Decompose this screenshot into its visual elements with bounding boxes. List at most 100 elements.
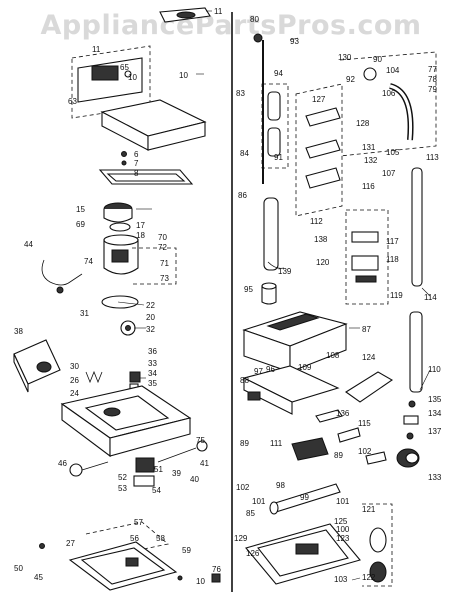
- label-110: 110: [428, 365, 441, 374]
- label-90: 90: [373, 55, 382, 64]
- label-72: 72: [158, 243, 167, 252]
- label-99: 99: [300, 493, 309, 502]
- label-71: 71: [160, 259, 169, 268]
- label-111: 111: [270, 439, 283, 448]
- label-46: 46: [58, 459, 67, 468]
- label-119: 119: [390, 291, 403, 300]
- label-22: 22: [146, 301, 155, 310]
- part-bail-handle-8: [98, 169, 194, 185]
- label-58: 58: [156, 534, 165, 543]
- label-74: 74: [84, 257, 93, 266]
- label-70: 70: [158, 233, 167, 242]
- label-79: 79: [428, 85, 437, 94]
- label-15: 15: [76, 205, 85, 214]
- label-40: 40: [190, 475, 199, 484]
- label-134: 134: [428, 409, 442, 418]
- part-wand-box-94: [261, 83, 289, 169]
- part-fan-32: [120, 320, 136, 336]
- part-crevice-tools-120: [345, 209, 389, 305]
- label-77: 77: [428, 65, 437, 74]
- label-87: 87: [362, 325, 371, 334]
- label-132: 132: [364, 156, 378, 165]
- label-103: 103: [334, 575, 348, 584]
- label-135: 135: [428, 395, 442, 404]
- label-57: 57: [134, 518, 143, 527]
- part-brush-111: [291, 437, 329, 461]
- label-75: 75: [196, 436, 205, 445]
- watermark: AppliancePartsPros.com: [40, 10, 422, 41]
- label-107: 107: [382, 169, 396, 178]
- label-121: 121: [362, 505, 376, 514]
- label-136: 136: [336, 409, 350, 418]
- label-11: 11: [92, 45, 101, 54]
- label-35: 35: [148, 379, 157, 388]
- label-123: 123: [336, 534, 350, 543]
- label-128: 128: [356, 119, 370, 128]
- label-137: 137: [428, 427, 442, 436]
- label-27: 27: [66, 539, 75, 548]
- part-extension-wand-113: [409, 167, 423, 393]
- label-33: 33: [148, 359, 157, 368]
- label-114: 114: [424, 293, 437, 302]
- part-control-box: [71, 45, 151, 119]
- label-130: 130: [338, 53, 352, 62]
- label-139: 139: [278, 267, 292, 276]
- label-105: 105: [386, 148, 400, 157]
- label-94: 94: [274, 69, 283, 78]
- label-97: 97: [254, 367, 263, 376]
- label-86: 86: [238, 191, 247, 200]
- part-axle-39-41: [157, 440, 208, 463]
- label-41: 41: [200, 459, 209, 468]
- part-power-cord-44: [41, 259, 83, 294]
- leader-lines: [117, 10, 431, 581]
- label-54: 54: [152, 486, 161, 495]
- part-motor-stack: [103, 202, 177, 285]
- part-cover-plate: [100, 99, 207, 151]
- label-17: 17: [136, 221, 145, 230]
- label-31: 31: [80, 309, 89, 318]
- label-6: 6: [134, 150, 139, 159]
- label-101: 101: [336, 497, 350, 506]
- label-117: 117: [386, 237, 399, 246]
- part-hose-130: [339, 51, 437, 157]
- part-handle-tube-80: [253, 33, 264, 184]
- label-7: 7: [134, 159, 139, 168]
- label-115: 115: [358, 419, 371, 428]
- label-73: 73: [160, 274, 169, 283]
- label-51: 51: [154, 465, 163, 474]
- label-122: 122: [362, 573, 376, 582]
- label-69: 69: [76, 220, 85, 229]
- label-83: 83: [236, 89, 245, 98]
- label-96: 96: [266, 365, 275, 374]
- label-38: 38: [14, 327, 23, 336]
- label-102: 102: [236, 483, 250, 492]
- label-8: 8: [134, 169, 139, 178]
- part-wheel-46: [69, 461, 109, 477]
- label-85: 85: [246, 509, 255, 518]
- label-52: 52: [118, 473, 127, 482]
- label-59: 59: [182, 546, 191, 555]
- label-131: 131: [362, 143, 376, 152]
- label-118: 118: [386, 255, 399, 264]
- part-power-nozzle-base-103: [245, 523, 361, 585]
- part-switch-51-54: [133, 457, 155, 487]
- label-10: 10: [179, 71, 188, 80]
- label-11: 11: [214, 7, 223, 16]
- label-106: 106: [382, 89, 396, 98]
- part-roller-133: [396, 448, 420, 468]
- label-100: 100: [336, 525, 350, 534]
- label-89: 89: [334, 451, 343, 460]
- part-top-cover-87: [242, 311, 348, 373]
- label-18: 18: [136, 231, 145, 240]
- label-126: 126: [246, 549, 260, 558]
- label-10: 10: [196, 577, 205, 586]
- part-screws-bottom: [39, 543, 221, 583]
- label-127: 127: [312, 95, 326, 104]
- label-65: 65: [120, 63, 129, 72]
- label-24: 24: [70, 389, 79, 398]
- label-76: 76: [212, 565, 221, 574]
- label-39: 39: [172, 469, 181, 478]
- part-belt-121: [362, 503, 393, 587]
- label-89: 89: [240, 439, 249, 448]
